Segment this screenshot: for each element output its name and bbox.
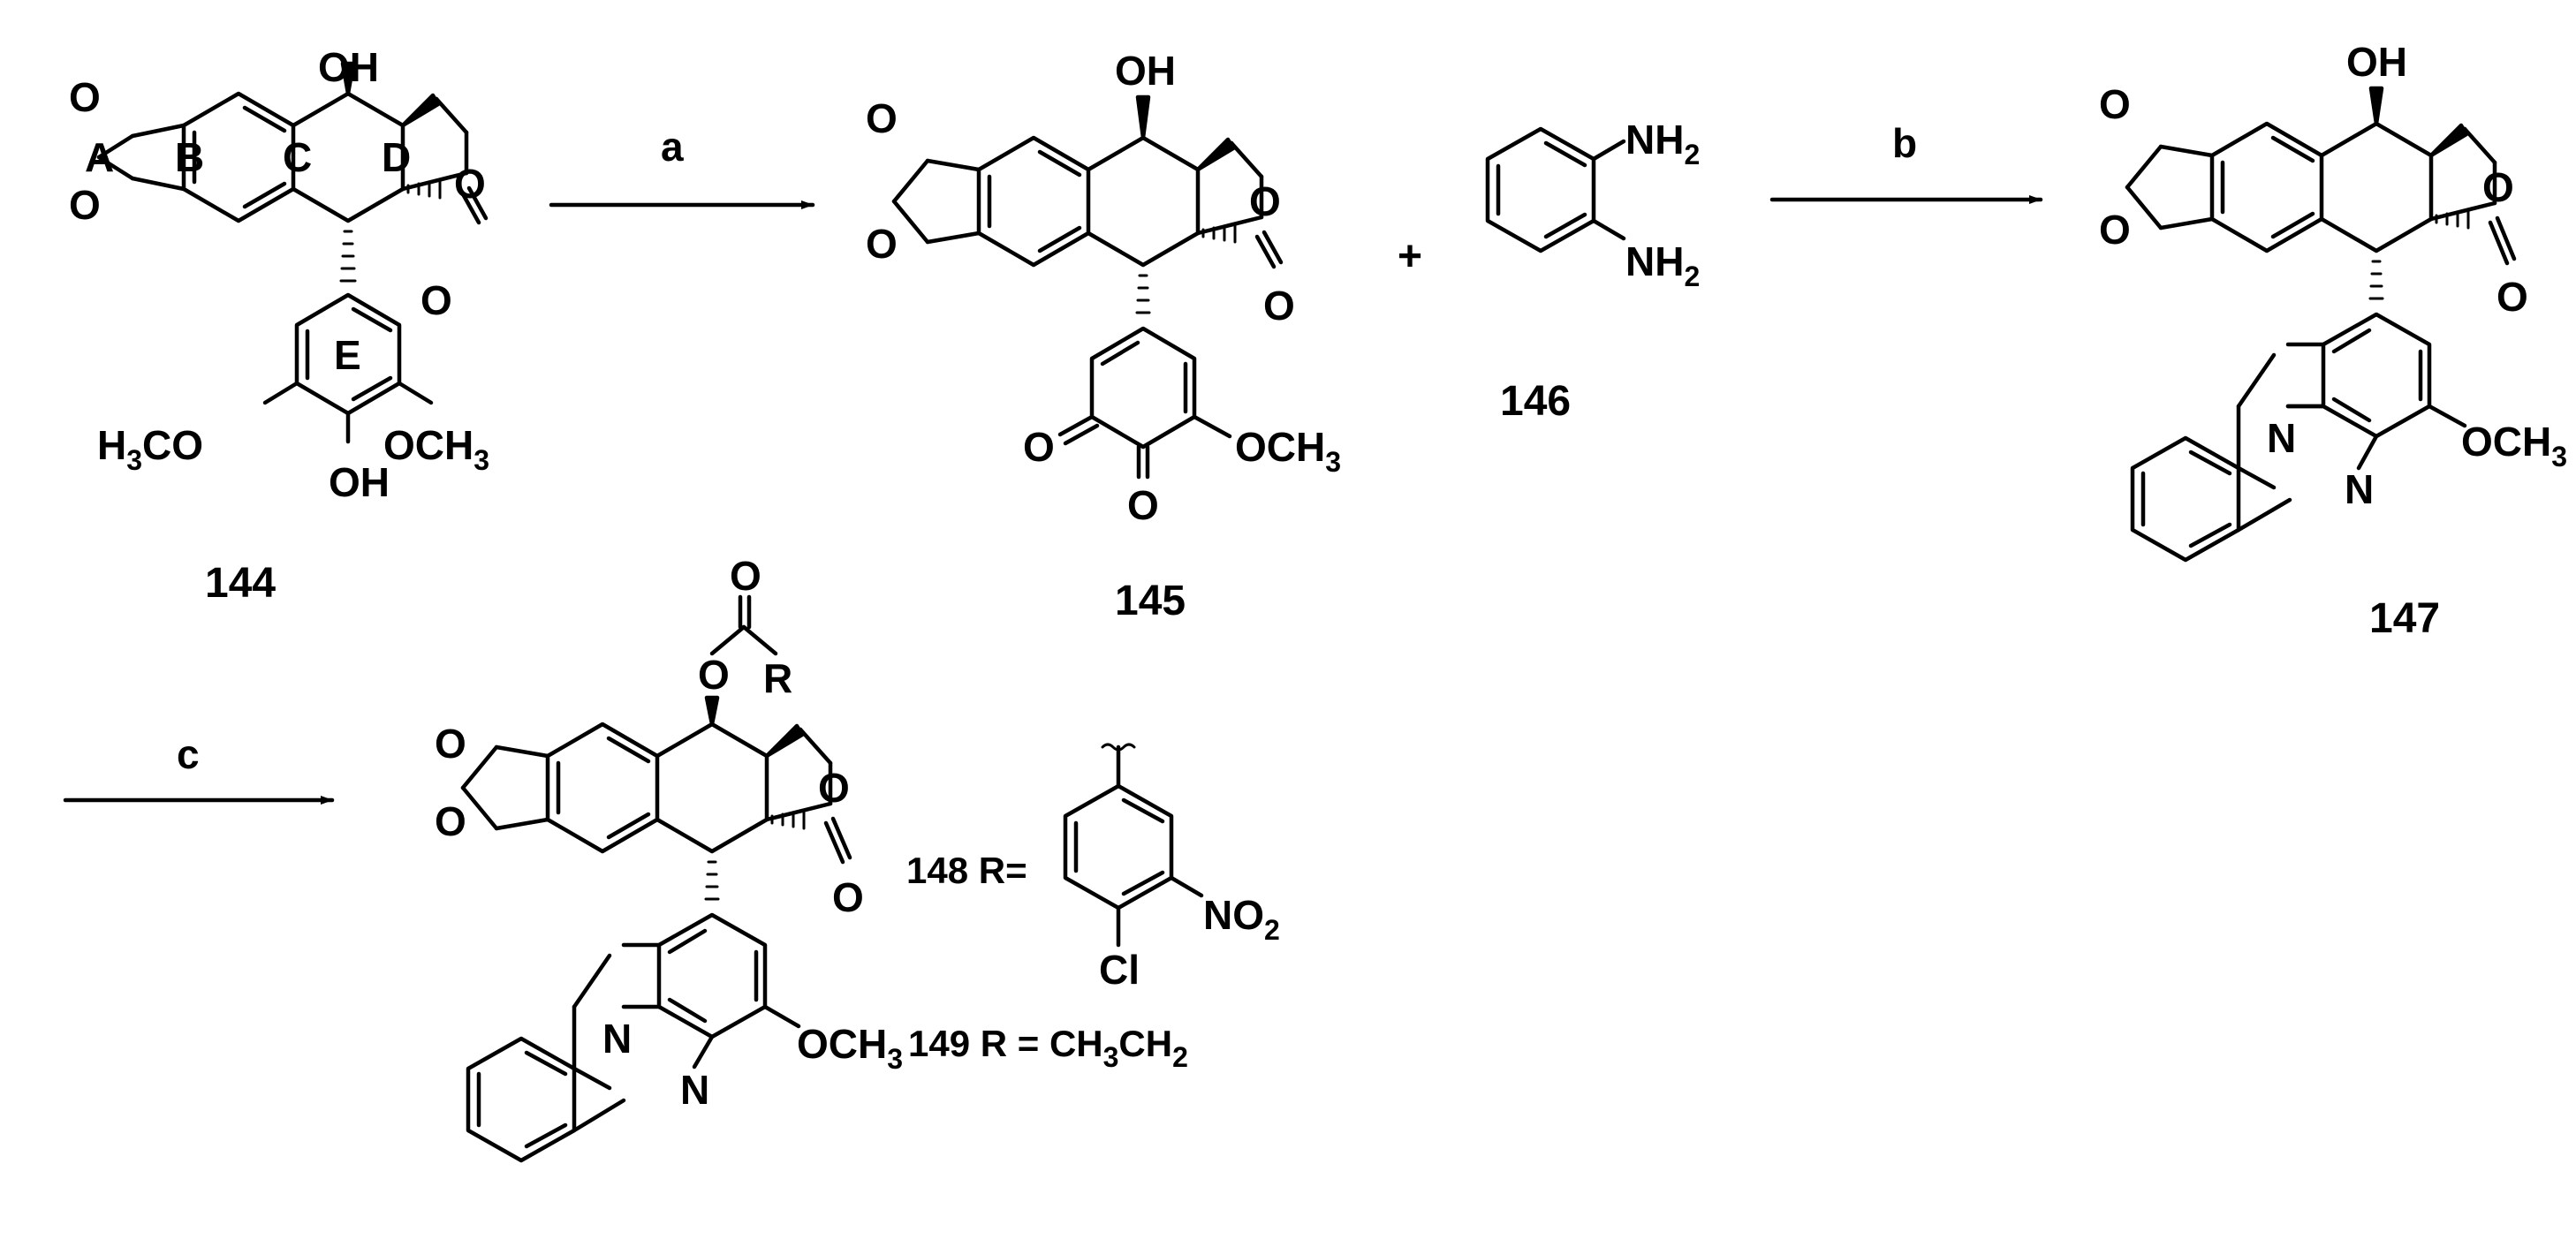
substituent-nh2: NH2 [1625,238,1700,292]
compound-number-144: 144 [205,560,276,607]
atom-oh: OH [1115,48,1176,94]
compound-144-text: OH O O A B C D E O O H3CO OCH3 OH 144 [69,44,489,607]
ring-letter-a: A [85,134,114,180]
r-group-148-structure [1063,743,1204,948]
substituent-h3co: H3CO [97,422,203,476]
atom-o: O [866,95,898,141]
atom-r: R [763,655,792,701]
r-group-148-label: 148 R= [906,850,1027,891]
atom-o: O [2099,81,2131,127]
step-label-b: b [1892,120,1917,166]
substituent-och3: OCH3 [1235,424,1341,478]
compound-148-149-text: O O R O O O O N N OCH3 [435,553,903,1113]
atom-o: O [866,221,898,267]
atom-o: O [1249,178,1281,224]
atom-o: O [435,721,466,767]
compound-147-structure [2125,86,2517,563]
atom-o: O [832,874,864,920]
ring-letter-d: D [382,134,411,180]
atom-o: O [2496,274,2528,320]
atom-o: O [818,765,850,811]
atom-oh: OH [318,44,379,90]
atom-n: N [602,1016,632,1062]
substituent-och3: OCH3 [383,422,489,476]
compound-148-149-structure [460,594,852,1163]
ring-letter-c: C [283,134,312,180]
compound-number-146: 146 [1500,378,1571,425]
atom-o: O [2482,164,2514,210]
atom-o: O [420,277,452,323]
plus-sign: + [1398,233,1422,280]
compound-145-structure [891,94,1284,480]
atom-o: O [1023,424,1055,470]
substituent-no2: NO2 [1203,892,1280,946]
ring-letter-b: B [175,134,204,180]
atom-o: O [698,652,730,698]
r-group-149-label: 149 R = CH3CH2 [908,1023,1188,1073]
atom-o: O [1127,482,1159,528]
compound-145-text: OH O O O O O O OCH3 145 [866,48,1341,624]
compound-146-text: NH2 NH2 146 [1500,117,1700,425]
atom-o: O [69,182,101,228]
compound-144-structure [96,61,489,444]
atom-o: O [1263,283,1295,329]
atom-n: N [2267,415,2296,461]
atom-o: O [730,553,761,599]
atom-oh: OH [329,459,390,505]
atom-o: O [435,798,466,844]
substituent-nh2: NH2 [1625,117,1700,170]
compound-147-text: OH O O O O N N OCH3 147 [2099,39,2567,642]
compound-number-147: 147 [2369,595,2440,642]
substituent-och3: OCH3 [797,1021,903,1075]
atom-o: O [2099,207,2131,253]
atom-o: O [454,161,486,207]
atom-oh: OH [2346,39,2407,85]
step-label-c: c [177,731,200,777]
r-group-text: 148 R= NO2 Cl 149 R = CH3CH2 [906,850,1280,1073]
compound-number-145: 145 [1115,578,1186,624]
ring-letter-e: E [334,332,361,378]
atom-cl: Cl [1099,947,1140,993]
substituent-och3: OCH3 [2461,419,2567,472]
atom-n: N [680,1067,709,1113]
step-label-a: a [661,124,684,170]
compound-146-structure [1485,126,1626,253]
atom-n: N [2345,466,2374,512]
atom-o: O [69,74,101,120]
